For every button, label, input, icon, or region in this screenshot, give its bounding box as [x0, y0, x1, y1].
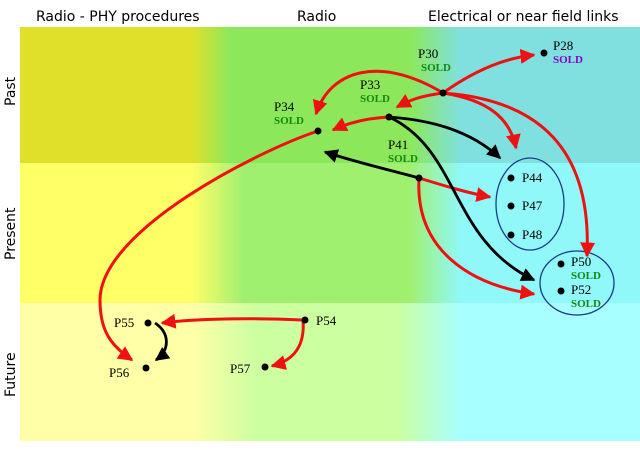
node-p57: P57 — [230, 361, 269, 376]
node-dot — [385, 113, 393, 121]
node-p47: P47 — [507, 198, 543, 213]
node-dot — [142, 364, 150, 372]
sold-label: SOLD — [360, 93, 390, 105]
group-p50-p52 — [539, 250, 615, 316]
band-future — [20, 303, 640, 441]
node-label: P47 — [522, 198, 543, 213]
node-dot — [439, 89, 447, 97]
column-header-electrical: Electrical or near field links — [428, 9, 619, 25]
node-p30: P30 SOLD — [418, 46, 451, 97]
node-dot — [415, 174, 423, 182]
node-dot — [507, 174, 515, 182]
node-p54: P54 — [301, 313, 337, 328]
band-past — [20, 27, 640, 163]
node-label: P55 — [114, 315, 134, 330]
node-dot — [301, 316, 309, 324]
node-label: P56 — [109, 365, 130, 380]
node-label: P54 — [316, 313, 337, 328]
node-dot — [557, 287, 565, 295]
arrow-p30-p50 — [442, 91, 596, 258]
sold-label: SOLD — [421, 62, 451, 74]
black-arrows — [154, 115, 536, 362]
sold-label: SOLD — [553, 54, 583, 66]
node-label: P57 — [230, 361, 251, 376]
red-arrows — [98, 48, 596, 370]
node-p50: P50 SOLD — [557, 254, 601, 282]
node-label: P41 — [388, 137, 408, 152]
arrow-p54-p55 — [160, 313, 304, 329]
arrow-p33-p44 — [388, 115, 502, 160]
node-p33: P33 SOLD — [360, 77, 393, 121]
arrow-p41-p34 — [323, 149, 420, 180]
arrow-p41-p44 — [418, 176, 492, 202]
arrow-p30-p34 — [312, 69, 444, 116]
arrow-p54-p57 — [270, 319, 305, 370]
node-label: P28 — [553, 38, 573, 53]
node-p44: P44 — [507, 170, 543, 185]
sold-label: SOLD — [571, 298, 601, 310]
node-p55: P55 — [114, 315, 152, 330]
arrow-p30-p28 — [442, 48, 536, 95]
node-label: P30 — [418, 46, 438, 61]
node-dot — [557, 260, 565, 268]
node-label: P48 — [522, 227, 542, 242]
group-p44-p48 — [495, 157, 565, 251]
row-label-future: Future — [3, 352, 19, 397]
arrow-p34-p56 — [98, 129, 319, 362]
node-p34: P34 SOLD — [274, 99, 322, 135]
node-dot — [540, 49, 548, 57]
node-p48: P48 — [507, 227, 542, 242]
node-label: P52 — [571, 282, 591, 297]
arrow-p33-p50 — [388, 115, 536, 282]
node-p52: P52 SOLD — [557, 282, 601, 310]
row-label-present: Present — [3, 207, 19, 260]
node-dot — [507, 231, 515, 239]
node-label: P50 — [571, 254, 591, 269]
column-header-radio-phy: Radio - PHY procedures — [36, 9, 200, 25]
arrow-p41-p52 — [417, 177, 536, 300]
sold-label: SOLD — [388, 153, 418, 165]
node-dot — [144, 319, 152, 327]
column-header-radio: Radio — [297, 9, 337, 25]
node-label: P33 — [360, 77, 380, 92]
arrow-p30-p33 — [395, 91, 444, 109]
band-present — [20, 163, 640, 303]
sold-label: SOLD — [571, 270, 601, 282]
sold-label: SOLD — [274, 115, 304, 127]
node-p28: P28 SOLD — [540, 38, 583, 66]
node-p56: P56 — [109, 364, 150, 380]
arrow-p33-p34 — [331, 115, 390, 132]
row-label-past: Past — [3, 76, 19, 106]
node-p41: P41 SOLD — [388, 137, 423, 182]
arrow-p55-p56 — [154, 321, 171, 362]
node-label: P44 — [522, 170, 543, 185]
node-dot — [314, 127, 322, 135]
node-dot — [261, 363, 269, 371]
node-dot — [507, 202, 515, 210]
node-label: P34 — [274, 99, 295, 114]
